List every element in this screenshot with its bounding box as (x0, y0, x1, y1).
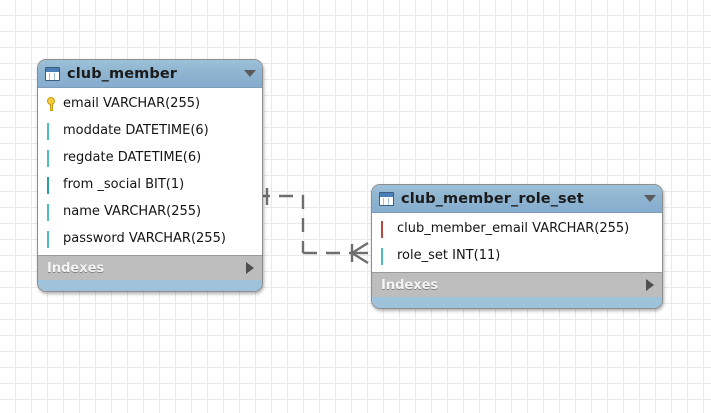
table-columns: club_member_email VARCHAR(255) role_set … (372, 213, 662, 272)
key-icon (45, 96, 58, 111)
table-title: club_member (67, 65, 178, 82)
table-column[interactable]: moddate DATETIME(6) (38, 117, 262, 144)
diamond-hollow-icon (45, 150, 58, 167)
table-title: club_member_role_set (401, 190, 584, 207)
table-column[interactable]: from _social BIT(1) (38, 171, 262, 198)
table-column[interactable]: email VARCHAR(255) (38, 90, 262, 117)
table-bottom-strip (38, 280, 262, 291)
chevron-right-icon[interactable] (646, 279, 654, 291)
table-column[interactable]: role_set INT(11) (372, 242, 662, 269)
table-column[interactable]: name VARCHAR(255) (38, 198, 262, 225)
chevron-right-icon[interactable] (246, 262, 254, 274)
table-header[interactable]: club_member_role_set (372, 185, 662, 213)
column-label: email VARCHAR(255) (63, 96, 201, 111)
table-icon (379, 191, 394, 206)
table-icon (45, 66, 60, 81)
diamond-hollow-icon (45, 231, 58, 248)
diamond-foreignkey-icon (379, 221, 392, 238)
table-bottom-strip (372, 297, 662, 308)
column-label: from _social BIT(1) (63, 177, 185, 192)
indexes-label: Indexes (47, 260, 105, 276)
table-column[interactable]: regdate DATETIME(6) (38, 144, 262, 171)
diamond-hollow-icon (45, 204, 58, 221)
table-club-member-role-set[interactable]: club_member_role_set club_member_email V… (371, 184, 663, 309)
table-club-member[interactable]: club_member email VARCHAR(255) moddate D… (37, 59, 263, 292)
diamond-hollow-icon (379, 248, 392, 265)
column-label: club_member_email VARCHAR(255) (397, 221, 630, 236)
table-column[interactable]: club_member_email VARCHAR(255) (372, 215, 662, 242)
column-label: password VARCHAR(255) (63, 231, 226, 246)
indexes-label: Indexes (381, 277, 439, 293)
table-header[interactable]: club_member (38, 60, 262, 88)
column-label: regdate DATETIME(6) (63, 150, 202, 165)
chevron-down-icon[interactable] (244, 70, 256, 77)
diamond-hollow-icon (45, 123, 58, 140)
table-column[interactable]: password VARCHAR(255) (38, 225, 262, 252)
column-label: role_set INT(11) (397, 248, 501, 263)
column-label: moddate DATETIME(6) (63, 123, 209, 138)
column-label: name VARCHAR(255) (63, 204, 202, 219)
diamond-filled-icon (45, 177, 58, 194)
indexes-section[interactable]: Indexes (372, 272, 662, 297)
table-columns: email VARCHAR(255) moddate DATETIME(6) r… (38, 88, 262, 255)
chevron-down-icon[interactable] (644, 195, 656, 202)
indexes-section[interactable]: Indexes (38, 255, 262, 280)
